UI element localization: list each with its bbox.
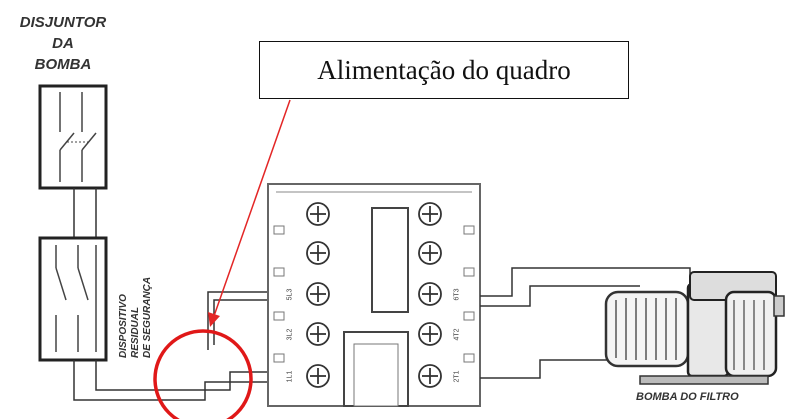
breaker-symbol	[38, 84, 108, 190]
terminal-1l1: 1L1	[286, 370, 294, 383]
rcd-label-line-1: DISPOSITIVO	[118, 294, 129, 358]
breaker-title: DISJUNTOR DA BOMBA	[4, 12, 122, 75]
pump-label: BOMBA DO FILTRO	[636, 391, 739, 403]
terminal-4t2: 4T2	[453, 328, 461, 341]
rcd-label-line-3: DE SEGURANÇA	[142, 276, 153, 358]
rcd-label: DISPOSITIVO RESIDUAL DE SEGURANÇA	[118, 218, 154, 358]
terminal-6t3: 6T3	[453, 288, 461, 301]
contactor-symbol	[267, 183, 481, 407]
breaker-title-line-2: DA	[52, 35, 74, 52]
callout-text: Alimentação do quadro	[317, 54, 571, 85]
terminal-5l3: 5L3	[286, 288, 294, 301]
terminal-3l2: 3L2	[286, 328, 294, 341]
terminal-2t1: 2T1	[453, 370, 461, 383]
rcd-symbol	[38, 236, 108, 362]
highlight-circle	[153, 329, 253, 419]
callout-arrow	[208, 99, 291, 327]
power-supply-callout: Alimentação do quadro	[259, 41, 629, 99]
filter-pump-illustration	[604, 271, 785, 385]
breaker-title-line-1: DISJUNTOR	[19, 14, 107, 31]
breaker-title-line-3: BOMBA	[34, 56, 92, 73]
rcd-label-line-2: RESIDUAL	[130, 306, 141, 358]
